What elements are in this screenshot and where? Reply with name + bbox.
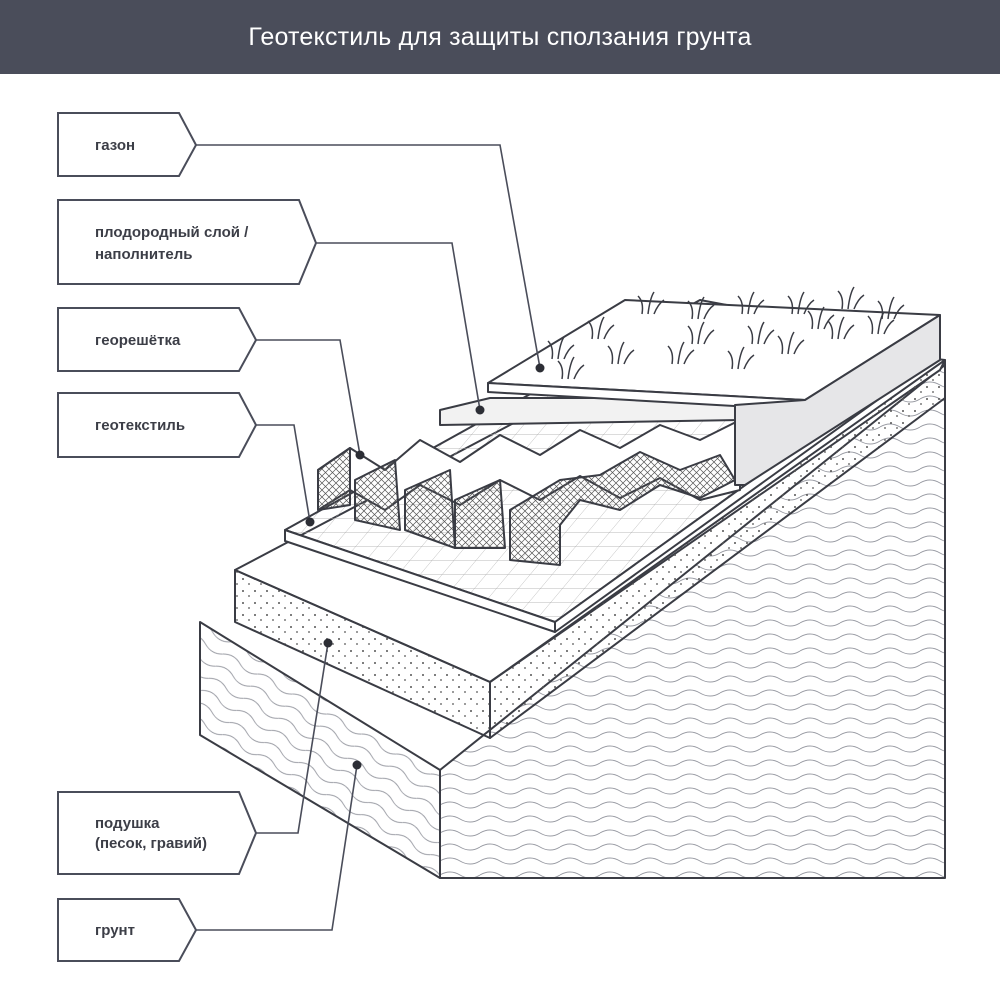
label-fertile-line1: плодородный слой / — [95, 224, 249, 241]
marker-lawn — [535, 363, 545, 373]
leader-soil — [196, 764, 358, 931]
label-fertile-line2: наполнитель — [95, 246, 193, 263]
label-cushion-line1: подушка — [95, 815, 160, 832]
grass-tuft — [687, 321, 715, 345]
grass-tuft — [547, 336, 575, 360]
label-box-geogrid — [57, 307, 258, 372]
grass-tuft — [637, 291, 665, 315]
grass-tuft — [737, 291, 765, 315]
leader-geotextile — [256, 424, 311, 523]
marker-cushion — [323, 638, 333, 648]
label-box-cushion — [57, 791, 258, 875]
label-box-soil — [57, 898, 198, 962]
grass-tuft — [807, 306, 835, 330]
header-bar: Геотекстиль для защиты сползания грунта — [0, 0, 1000, 74]
grass-tuft — [837, 286, 865, 310]
grass-tuft — [747, 321, 775, 345]
label-lawn: газон — [95, 137, 136, 154]
grass-tuft — [587, 316, 615, 340]
grass-tuft — [787, 291, 815, 315]
leader-geogrid — [256, 339, 361, 456]
label-box-lawn — [57, 112, 198, 177]
marker-fertile — [475, 405, 485, 415]
marker-geogrid — [355, 450, 365, 460]
label-geotextile: геотекстиль — [95, 417, 186, 434]
page-title: Геотекстиль для защиты сползания грунта — [248, 22, 752, 51]
grass-tuft — [827, 316, 855, 340]
grass-tuft — [667, 341, 695, 365]
marker-geotextile — [305, 517, 315, 527]
label-geogrid: георешётка — [95, 332, 181, 349]
grass-tuft — [727, 346, 755, 370]
label-cushion-line2: (песок, гравий) — [95, 835, 207, 852]
grass-tuft — [557, 356, 585, 380]
label-box-geotextile — [57, 392, 258, 458]
leader-lawn — [196, 144, 541, 369]
grass-tuft — [867, 311, 895, 335]
grass-tuft — [687, 296, 715, 320]
grass-tuft — [777, 331, 805, 355]
leader-fertile — [316, 242, 481, 411]
label-box-fertile — [57, 199, 318, 285]
grass-tufts — [547, 286, 905, 380]
grass-tuft — [607, 341, 635, 365]
marker-soil — [352, 760, 362, 770]
label-soil: грунт — [95, 922, 135, 939]
leader-cushion — [256, 642, 329, 834]
